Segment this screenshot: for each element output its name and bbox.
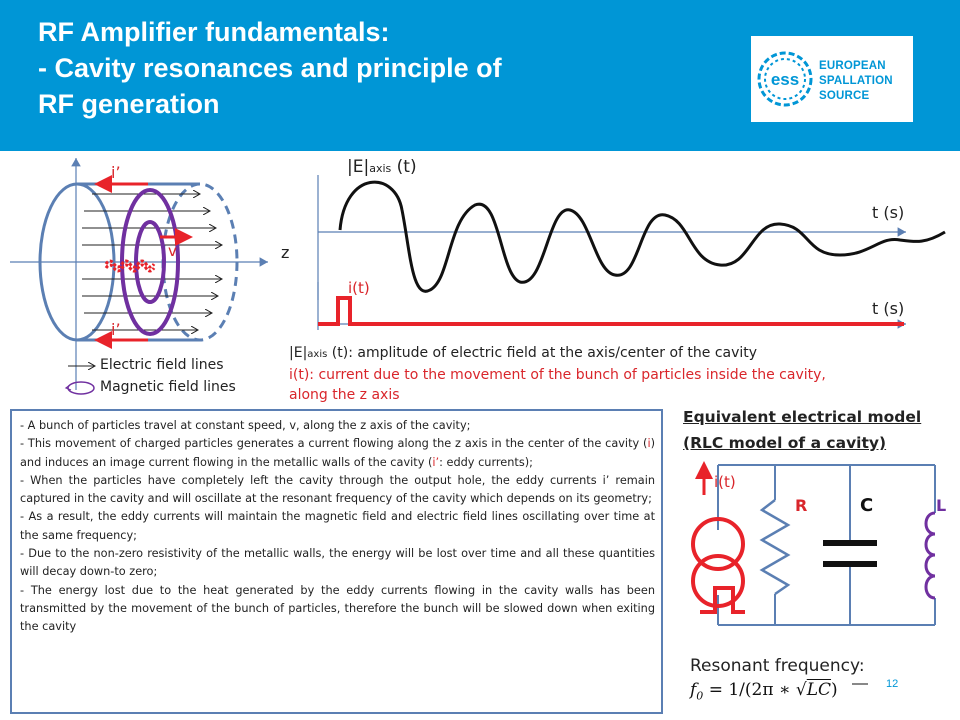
- rlc-title-line-1: Equivalent electrical model: [683, 408, 922, 426]
- rlc-circuit: [691, 461, 936, 685]
- e-field-waveform: [338, 180, 946, 293]
- current-axis-label: i(t): [348, 279, 370, 297]
- note-1: - A bunch of particles travel at constan…: [20, 419, 471, 432]
- source-current-label: i(t): [714, 473, 736, 491]
- current-time-label: t (s): [872, 299, 905, 318]
- notes-box: - A bunch of particles travel at constan…: [10, 409, 663, 714]
- magnetic-legend-label: Magnetic field lines: [100, 379, 236, 395]
- inductor-icon: [924, 511, 936, 600]
- ess-logo: ess EUROPEAN SPALLATION SOURCE: [751, 36, 913, 122]
- resonant-frequency-formula: f0 = 1/(2π ∗ √LC): [690, 680, 838, 703]
- note-4: - As a result, the eddy currents will ma…: [20, 510, 655, 542]
- eddy-current-bottom-label: i’: [111, 320, 121, 339]
- waveform-plots: [317, 175, 946, 330]
- current-waveform: [318, 296, 904, 326]
- rlc-model-title: Equivalent electrical model (RLC model o…: [683, 404, 921, 456]
- eddy-current-top-label: i’: [111, 163, 121, 182]
- source-pulse-icon: [700, 586, 745, 614]
- logo-line-2: SPALLATION: [819, 75, 893, 87]
- electric-field-lines: [82, 194, 222, 330]
- resonant-frequency-label: Resonant frequency:: [690, 656, 865, 676]
- electric-legend-label: Electric field lines: [100, 357, 224, 373]
- title-line-1: RF Amplifier fundamentals:: [38, 17, 390, 47]
- e-field-time-label: t (s): [872, 203, 905, 222]
- note-2: - This movement of charged particles gen…: [20, 437, 655, 469]
- z-axis-label: z: [281, 243, 290, 262]
- resistor-label: R: [795, 496, 808, 515]
- current-description: i(t): current due to the movement of the…: [289, 367, 826, 403]
- ess-logo-mark-icon: ess: [757, 51, 813, 107]
- current-source-icon: [691, 517, 745, 571]
- note-3: - When the particles have completely lef…: [20, 473, 655, 506]
- e-field-axis-label: |E|axis (t): [347, 157, 417, 177]
- cavity-diagram: [10, 158, 268, 395]
- note-5: - Due to the non-zero resistivity of the…: [20, 547, 655, 579]
- magnetic-legend-loop-icon: [67, 381, 95, 395]
- particle-bunch: [104, 259, 156, 273]
- velocity-label: v: [168, 242, 177, 260]
- note-6: - The energy lost due to the heat genera…: [20, 583, 655, 634]
- slide-title: RF Amplifier fundamentals: - Cavity reso…: [38, 14, 718, 122]
- logo-mark-text: ess: [771, 70, 799, 89]
- title-line-2: - Cavity resonances and principle of: [38, 53, 502, 83]
- title-line-3: RF generation: [38, 89, 220, 119]
- logo-wordmark: EUROPEAN SPALLATION SOURCE: [819, 59, 893, 104]
- e-field-description: |E|axis (t): amplitude of electric field…: [289, 345, 758, 361]
- waveform-description: |E|axis (t): amplitude of electric field…: [289, 343, 869, 405]
- rlc-title-line-2: (RLC model of a cavity): [683, 434, 887, 452]
- capacitor-label: C: [860, 495, 874, 516]
- header-bar: RF Amplifier fundamentals: - Cavity reso…: [0, 0, 960, 151]
- resistor-icon: [759, 499, 791, 596]
- inductor-label: L: [936, 496, 947, 515]
- page-number: 12: [886, 678, 899, 690]
- logo-line-3: SOURCE: [819, 90, 870, 102]
- logo-line-1: EUROPEAN: [819, 60, 886, 72]
